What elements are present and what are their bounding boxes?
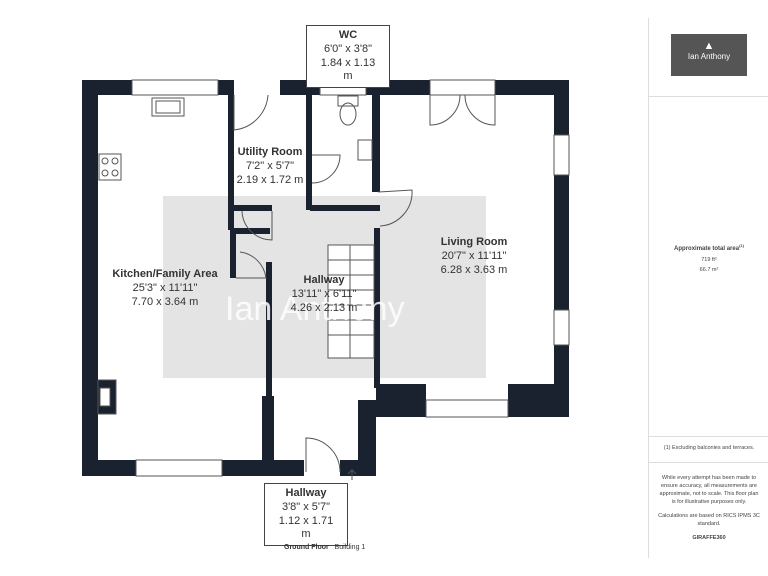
wc-toilet: [337, 95, 359, 107]
entry-arrow: [347, 469, 357, 480]
logo-mark-icon: ▲: [703, 40, 715, 52]
excluding-note: (1) Excluding balconies and terraces.: [663, 445, 755, 451]
watermark-band: [163, 196, 486, 378]
room-label-entry-hallway: Hallway 3'8" x 5'7" 1.12 x 1.71 m: [264, 483, 348, 546]
room-label-kitchen: Kitchen/Family Area 25'3" x 11'11" 7.70 …: [112, 268, 218, 308]
area-title: Approximate total area(1): [674, 243, 744, 252]
area-sqft: 719 ft²: [701, 257, 717, 263]
wc-basin: [357, 139, 373, 161]
kitchen-sink: [151, 97, 185, 117]
room-label-utility: Utility Room 7'2" x 5'7" 2.19 x 1.72 m: [236, 146, 304, 186]
area-note-marker: (1): [739, 243, 744, 248]
fixtures: [97, 95, 375, 415]
floor-plan: [82, 79, 570, 480]
info-panel: ▲ Ian Anthony Approximate total area(1) …: [648, 18, 768, 558]
standard-note: Calculations are based on RICS IPMS 3C s…: [658, 513, 760, 527]
agency-logo: ▲ Ian Anthony: [671, 34, 747, 76]
floor-caption: Ground Floor Building 1: [284, 544, 365, 551]
giraffe-brand: GIRAFFE360: [692, 535, 726, 541]
room-label-living: Living Room 20'7" x 11'11" 6.28 x 3.63 m: [440, 236, 508, 276]
room-label-wc: WC 6'0" x 3'8" 1.84 x 1.13 m: [306, 25, 390, 88]
room-label-hallway: Hallway 13'11" x 6'11" 4.26 x 2.13 m: [290, 274, 358, 314]
disclaimer: While every attempt has been made to ens…: [659, 475, 759, 505]
hob: [98, 153, 122, 181]
walls: [82, 80, 569, 476]
doors: [233, 94, 496, 473]
floor-level: Ground Floor: [284, 544, 329, 551]
area-sqm: 66.7 m²: [699, 267, 719, 273]
floor-building: Building 1: [334, 544, 366, 551]
logo-text: Ian Anthony: [687, 52, 731, 61]
staircase: [327, 244, 375, 359]
